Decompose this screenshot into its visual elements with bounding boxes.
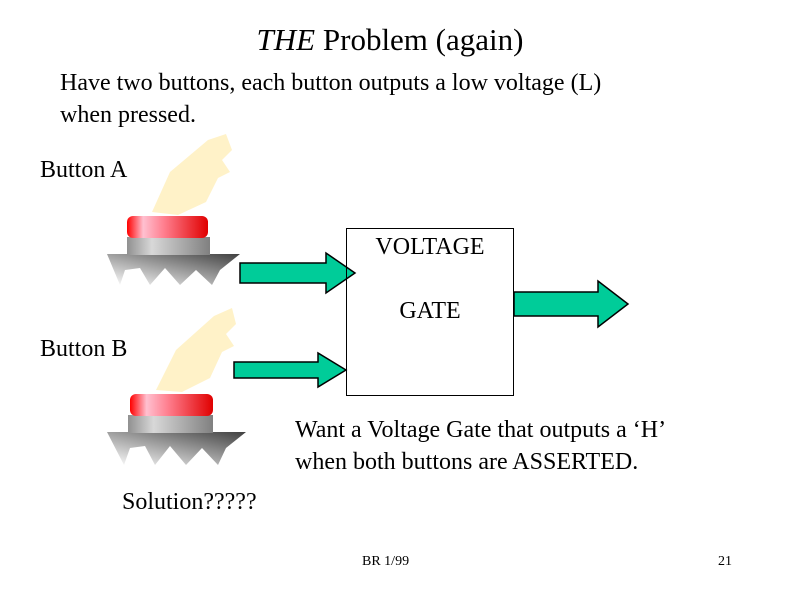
page-number: 21 bbox=[718, 554, 732, 569]
button-base bbox=[127, 237, 210, 255]
gate-label-line1: VOLTAGE bbox=[375, 234, 485, 260]
button-b-icon bbox=[107, 308, 246, 465]
button-cap bbox=[130, 394, 213, 416]
output-arrow bbox=[513, 279, 630, 329]
button-a-label: Button A bbox=[40, 157, 128, 183]
voltage-gate-box: VOLTAGE GATE bbox=[346, 228, 514, 396]
slide-title: THE Problem (again) bbox=[256, 22, 524, 57]
finger-icon bbox=[156, 308, 236, 392]
solution-text: Solution????? bbox=[122, 489, 257, 515]
button-b-label: Button B bbox=[40, 336, 128, 362]
footer-text: BR 1/99 bbox=[362, 554, 410, 569]
intro-text: Have two buttons, each button outputs a … bbox=[60, 70, 602, 128]
input-arrow-a bbox=[239, 251, 357, 295]
input-arrow-b bbox=[233, 351, 348, 389]
button-a-icon bbox=[107, 134, 240, 285]
description-text: Want a Voltage Gate that outputs a ‘H’ w… bbox=[295, 417, 667, 475]
shadow bbox=[107, 432, 246, 465]
gate-label-line2: GATE bbox=[399, 298, 461, 324]
shadow bbox=[107, 254, 240, 285]
button-cap bbox=[127, 216, 208, 238]
finger-icon bbox=[152, 134, 232, 215]
button-base bbox=[128, 415, 213, 433]
